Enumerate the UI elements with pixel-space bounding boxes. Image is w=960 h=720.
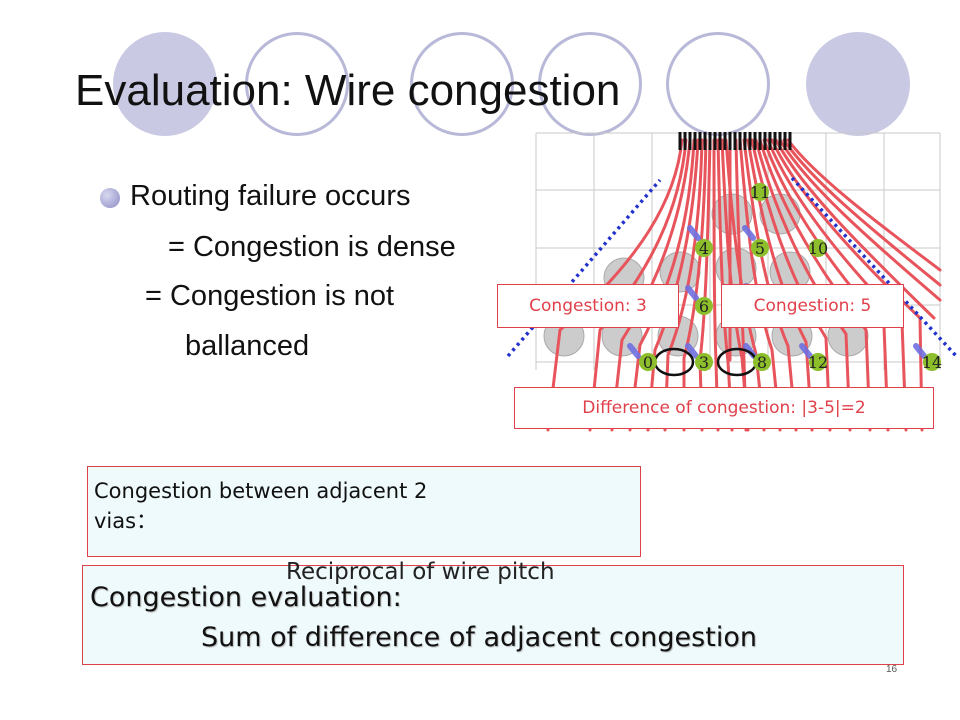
via-label: 12: [808, 353, 828, 372]
callout-congestion-left: Congestion: 3: [497, 284, 679, 328]
callout-difference: Difference of congestion: |3-5|=2: [514, 387, 934, 429]
decor-circle-2: [245, 32, 349, 136]
evaluation-box: Congestion evaluation: Sum of difference…: [82, 565, 904, 665]
via-labels: 11 4 5 10 6 0 3 8 12 14: [643, 183, 942, 372]
via-label: 0: [643, 353, 653, 372]
page-number: 16: [886, 664, 898, 675]
definition-line-1: Congestion between adjacent 2: [94, 479, 428, 503]
bullet-icon: [100, 188, 120, 208]
evaluation-formula: Sum of difference of adjacent congestion: [201, 622, 757, 653]
boundary-lines: [506, 176, 960, 360]
decor-circle-1: [113, 32, 217, 136]
decor-circle-3: [410, 32, 514, 136]
via-label: 5: [755, 239, 765, 258]
definition-box: Congestion between adjacent 2 vias： Reci…: [87, 466, 641, 585]
decor-circle-4: [538, 32, 642, 136]
bullet-line-balanced: ballanced: [185, 330, 310, 362]
top-connector: [678, 132, 792, 150]
via-label: 8: [757, 353, 767, 372]
via-label: 10: [808, 239, 828, 258]
slide-title: Evaluation: Wire congestion: [75, 66, 621, 115]
bullet-line-dense: = Congestion is dense: [168, 231, 456, 263]
via-label: 3: [699, 353, 709, 372]
via-label: 4: [699, 239, 709, 258]
via-node-3: [695, 353, 713, 371]
via-node-8: [753, 353, 771, 371]
via-segments: [627, 225, 927, 359]
via-node-5: [751, 239, 769, 257]
via-node-4: [695, 239, 713, 257]
definition-line-3: Reciprocal of wire pitch: [286, 559, 555, 585]
via-node-12: [809, 353, 827, 371]
via-node-0: [639, 353, 657, 371]
definition-line-2: vias：: [94, 509, 158, 533]
decor-circle-6: [806, 32, 910, 136]
decor-circle-5: [666, 32, 770, 136]
via-node-6: [695, 297, 713, 315]
via-node-11: [751, 183, 769, 201]
via-node-10: [809, 239, 827, 257]
callout-congestion-right: Congestion: 5: [721, 284, 904, 328]
via-label: 11: [750, 183, 770, 202]
bullet-line-not: = Congestion is not: [145, 280, 395, 312]
via-label: 6: [699, 297, 709, 316]
via-nodes: [639, 183, 941, 371]
via-label: 14: [922, 353, 942, 372]
bullet-main-text: Routing failure occurs: [130, 180, 411, 212]
via-node-14: [923, 353, 941, 371]
evaluation-title: Congestion evaluation:: [90, 582, 402, 613]
